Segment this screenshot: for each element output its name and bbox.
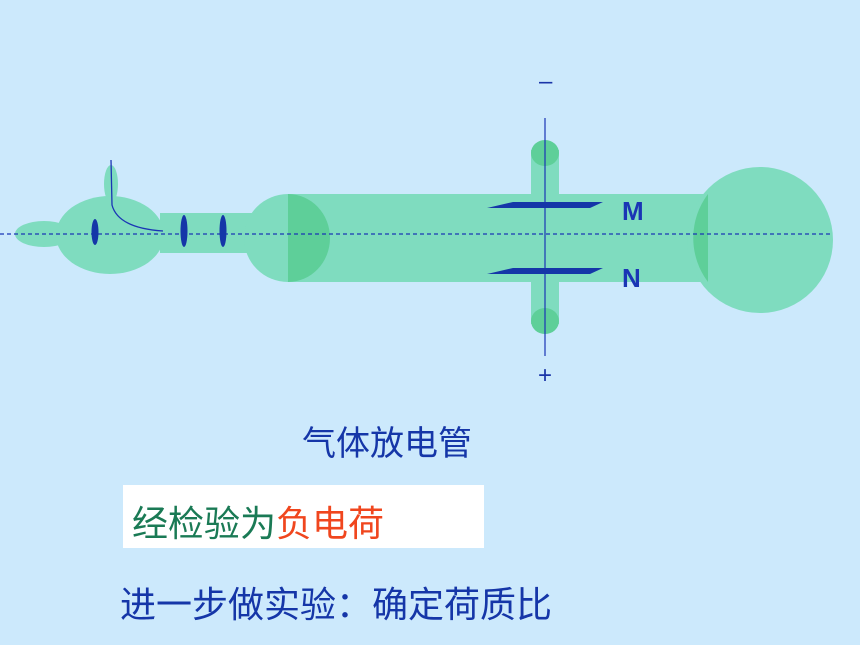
- anode-aperture-2: [219, 215, 227, 247]
- positive-terminal-label: +: [538, 362, 553, 389]
- cathode-wire: [110, 159, 164, 232]
- negative-terminal-label: –: [539, 68, 553, 95]
- cathode-bulb: [56, 196, 164, 274]
- result-box: 经检验为负电荷: [123, 485, 484, 548]
- plate-m-label: M: [622, 196, 644, 226]
- screen-bulb-overlap: [693, 194, 708, 282]
- diagram-caption: 气体放电管: [302, 424, 472, 464]
- result-prefix: 经检验为: [132, 504, 277, 545]
- main-tube-left-cap: [244, 194, 288, 282]
- plate-n: [487, 268, 603, 274]
- neck-tube: [160, 213, 252, 253]
- result-text: 经检验为负电荷: [132, 495, 384, 547]
- next-step-text: 进一步做实验：确定荷质比: [120, 585, 553, 626]
- screen-bulb: [687, 167, 833, 313]
- result-highlight: 负电荷: [276, 504, 385, 545]
- main-tube-left-overlap: [288, 194, 330, 282]
- main-tube: [288, 194, 708, 282]
- anode-aperture-1: [180, 215, 188, 247]
- plate-m: [487, 202, 603, 208]
- plate-n-label: N: [622, 263, 641, 293]
- cathode-electrode: [91, 219, 99, 245]
